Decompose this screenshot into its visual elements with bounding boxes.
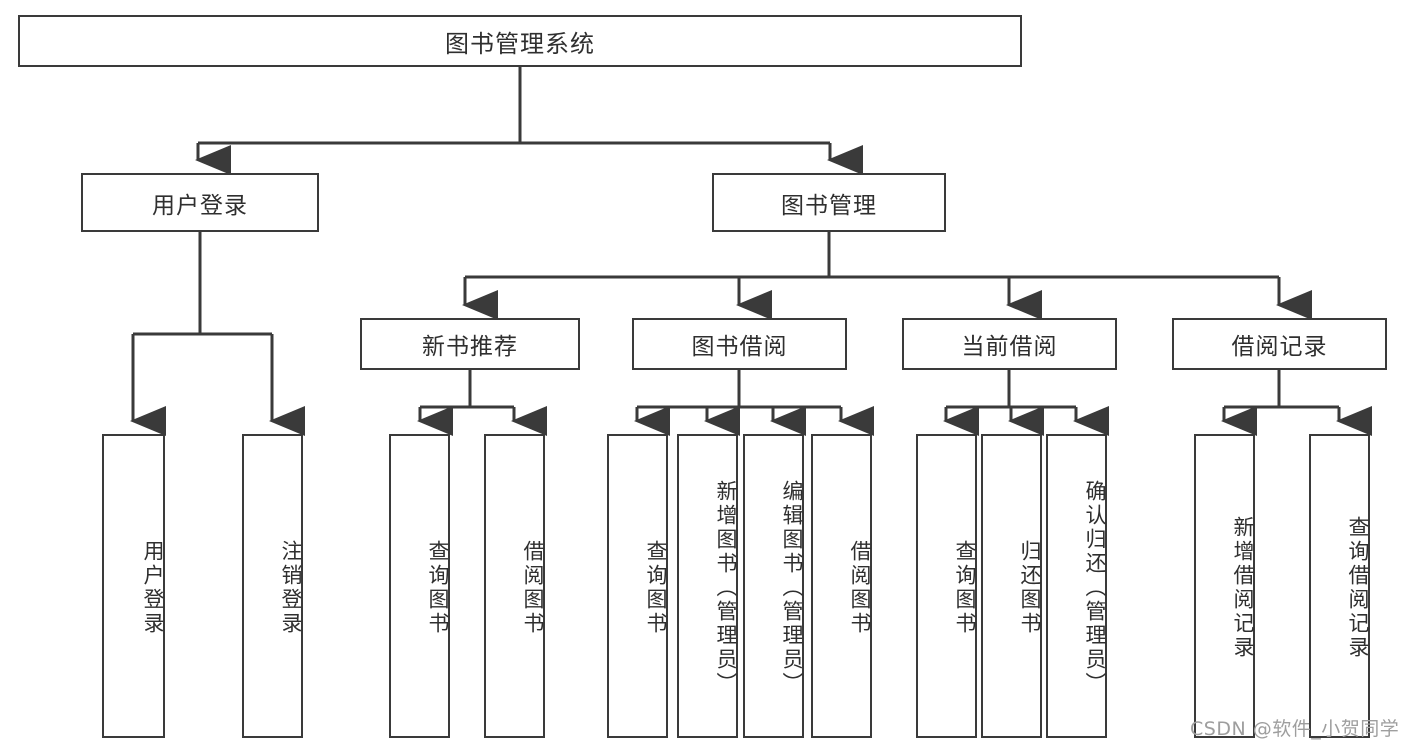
node-user-login[interactable]: 用户登录 — [81, 173, 319, 232]
node-new-book-recommend[interactable]: 新书推荐 — [360, 318, 580, 370]
node-label: 图书管理系统 — [445, 29, 595, 58]
node-leaf-return-book[interactable]: 归还图书 — [981, 434, 1042, 738]
node-label: 借阅记录 — [1231, 334, 1328, 360]
node-current-borrow[interactable]: 当前借阅 — [902, 318, 1117, 370]
node-leaf-add-record[interactable]: 新增借阅记录 — [1194, 434, 1255, 738]
node-book-borrow[interactable]: 图书借阅 — [632, 318, 847, 370]
node-label: 确认归还（管理员） — [1083, 480, 1107, 696]
node-leaf-add-book-admin[interactable]: 新增图书（管理员） — [677, 434, 738, 738]
node-leaf-borrow-book-1[interactable]: 借阅图书 — [484, 434, 545, 738]
node-leaf-logout[interactable]: 注销登录 — [242, 434, 303, 738]
node-label: 新增图书（管理员） — [714, 480, 738, 696]
edge-book-manage-to-level3 — [462, 232, 1312, 320]
edge-current-borrow-to-leaves — [943, 370, 1109, 436]
node-leaf-query-book-1[interactable]: 查询图书 — [389, 434, 450, 738]
node-label: 借阅图书 — [848, 540, 872, 636]
node-label: 查询借阅记录 — [1346, 516, 1370, 660]
node-label: 用户登录 — [141, 540, 165, 636]
edge-root-to-level2 — [195, 67, 863, 175]
node-root-system[interactable]: 图书管理系统 — [18, 15, 1022, 67]
node-leaf-edit-book-admin[interactable]: 编辑图书（管理员） — [743, 434, 804, 738]
node-leaf-query-record[interactable]: 查询借阅记录 — [1309, 434, 1370, 738]
node-label: 图书管理 — [781, 192, 877, 219]
node-leaf-query-book-2[interactable]: 查询图书 — [607, 434, 668, 738]
node-label: 新增借阅记录 — [1231, 516, 1255, 660]
edge-borrow-record-to-leaves — [1221, 370, 1372, 436]
node-leaf-borrow-book-2[interactable]: 借阅图书 — [811, 434, 872, 738]
node-borrow-record[interactable]: 借阅记录 — [1172, 318, 1387, 370]
node-label: 查询图书 — [426, 540, 450, 636]
node-label: 借阅图书 — [521, 540, 545, 636]
node-label: 用户登录 — [152, 192, 248, 219]
node-book-manage[interactable]: 图书管理 — [712, 173, 946, 232]
node-label: 当前借阅 — [961, 334, 1058, 360]
node-leaf-query-book-3[interactable]: 查询图书 — [916, 434, 977, 738]
csdn-watermark: CSDN @软件_小贺同学 — [1190, 718, 1400, 740]
edge-book-borrow-to-leaves — [634, 370, 874, 436]
node-label: 编辑图书（管理员） — [780, 480, 804, 696]
node-label: 归还图书 — [1018, 540, 1042, 636]
edge-new-book-to-leaves — [417, 370, 547, 436]
node-leaf-user-login[interactable]: 用户登录 — [102, 434, 165, 738]
node-leaf-confirm-return[interactable]: 确认归还（管理员） — [1046, 434, 1107, 738]
node-label: 注销登录 — [279, 540, 303, 636]
node-label: 图书借阅 — [691, 334, 788, 360]
edge-user-login-to-leaves — [130, 232, 305, 436]
node-label: 新书推荐 — [422, 334, 518, 360]
node-label: 查询图书 — [953, 540, 977, 636]
node-label: 查询图书 — [644, 540, 668, 636]
